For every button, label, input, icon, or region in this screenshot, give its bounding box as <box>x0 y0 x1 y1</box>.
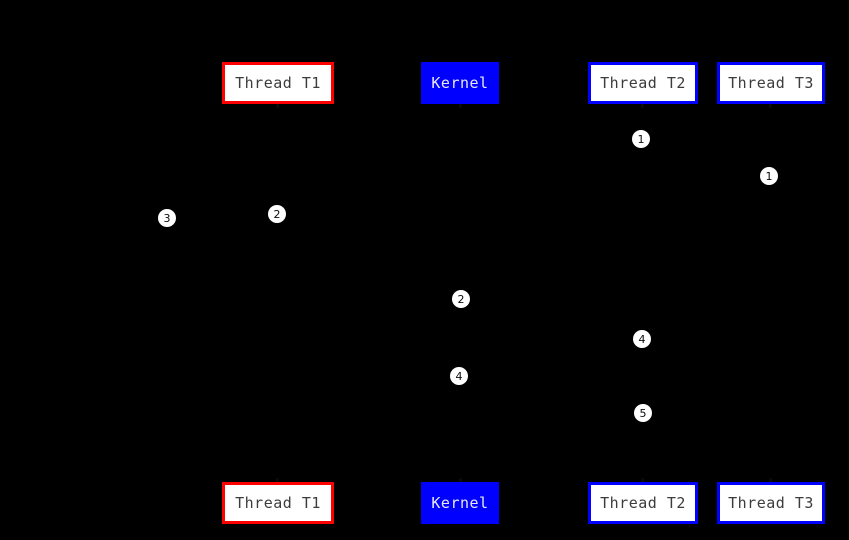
message-arrow-2 <box>460 188 771 189</box>
participant-label: Thread T1 <box>235 494 321 512</box>
participant-thread-t3-bottom[interactable]: Thread T3 <box>717 482 825 524</box>
step-badge: 1 <box>632 130 650 148</box>
lifeline-tick-kernel-top <box>459 104 462 108</box>
step-badge: 2 <box>452 290 470 308</box>
step-badge-number: 1 <box>765 169 773 183</box>
step-badge: 3 <box>158 209 176 227</box>
participant-thread-t3-top[interactable]: Thread T3 <box>717 62 825 104</box>
participant-thread-t2-top[interactable]: Thread T2 <box>588 62 698 104</box>
lifeline-tick-t2-top <box>641 104 644 108</box>
step-badge: 4 <box>450 367 468 385</box>
message-arrow-7 <box>460 424 643 425</box>
participant-kernel-bottom[interactable]: Kernel <box>421 482 499 524</box>
lifeline-t2 <box>643 104 644 482</box>
step-badge-number: 4 <box>638 332 646 346</box>
lifeline-tick-kernel-bottom <box>459 478 462 482</box>
lifeline-tick-t2-bottom <box>641 478 644 482</box>
message-arrow-6 <box>278 388 460 389</box>
step-badge-number: 5 <box>639 406 647 420</box>
lifeline-tick-t3-bottom <box>769 478 772 482</box>
step-badge-number: 1 <box>637 132 645 146</box>
participant-thread-t2-bottom[interactable]: Thread T2 <box>588 482 698 524</box>
message-arrow-5 <box>460 350 643 351</box>
participant-label: Kernel <box>431 74 489 92</box>
message-arrow-1 <box>460 150 643 151</box>
message-arrow-3 <box>278 226 460 227</box>
step-badge-number: 3 <box>163 211 171 225</box>
lifeline-t1 <box>278 104 279 482</box>
step-badge: 1 <box>760 167 778 185</box>
participant-thread-t1-top[interactable]: Thread T1 <box>222 62 334 104</box>
participant-label: Thread T2 <box>600 494 686 512</box>
lifeline-tick-t3-top <box>769 104 772 108</box>
participant-label: Kernel <box>431 494 489 512</box>
participant-thread-t1-bottom[interactable]: Thread T1 <box>222 482 334 524</box>
lifeline-tick-t1-top <box>276 104 279 108</box>
participant-label: Thread T3 <box>728 494 814 512</box>
participant-label: Thread T3 <box>728 74 814 92</box>
participant-label: Thread T1 <box>235 74 321 92</box>
step-badge-number: 2 <box>273 207 281 221</box>
step-badge: 4 <box>633 330 651 348</box>
lifeline-t3 <box>771 104 772 482</box>
step-badge: 5 <box>634 404 652 422</box>
lifeline-tick-t1-bottom <box>276 478 279 482</box>
message-arrow-4 <box>278 310 460 311</box>
participant-kernel-top[interactable]: Kernel <box>421 62 499 104</box>
step-badge-number: 4 <box>455 369 463 383</box>
participant-label: Thread T2 <box>600 74 686 92</box>
step-badge-number: 2 <box>457 292 465 306</box>
step-badge: 2 <box>268 205 286 223</box>
